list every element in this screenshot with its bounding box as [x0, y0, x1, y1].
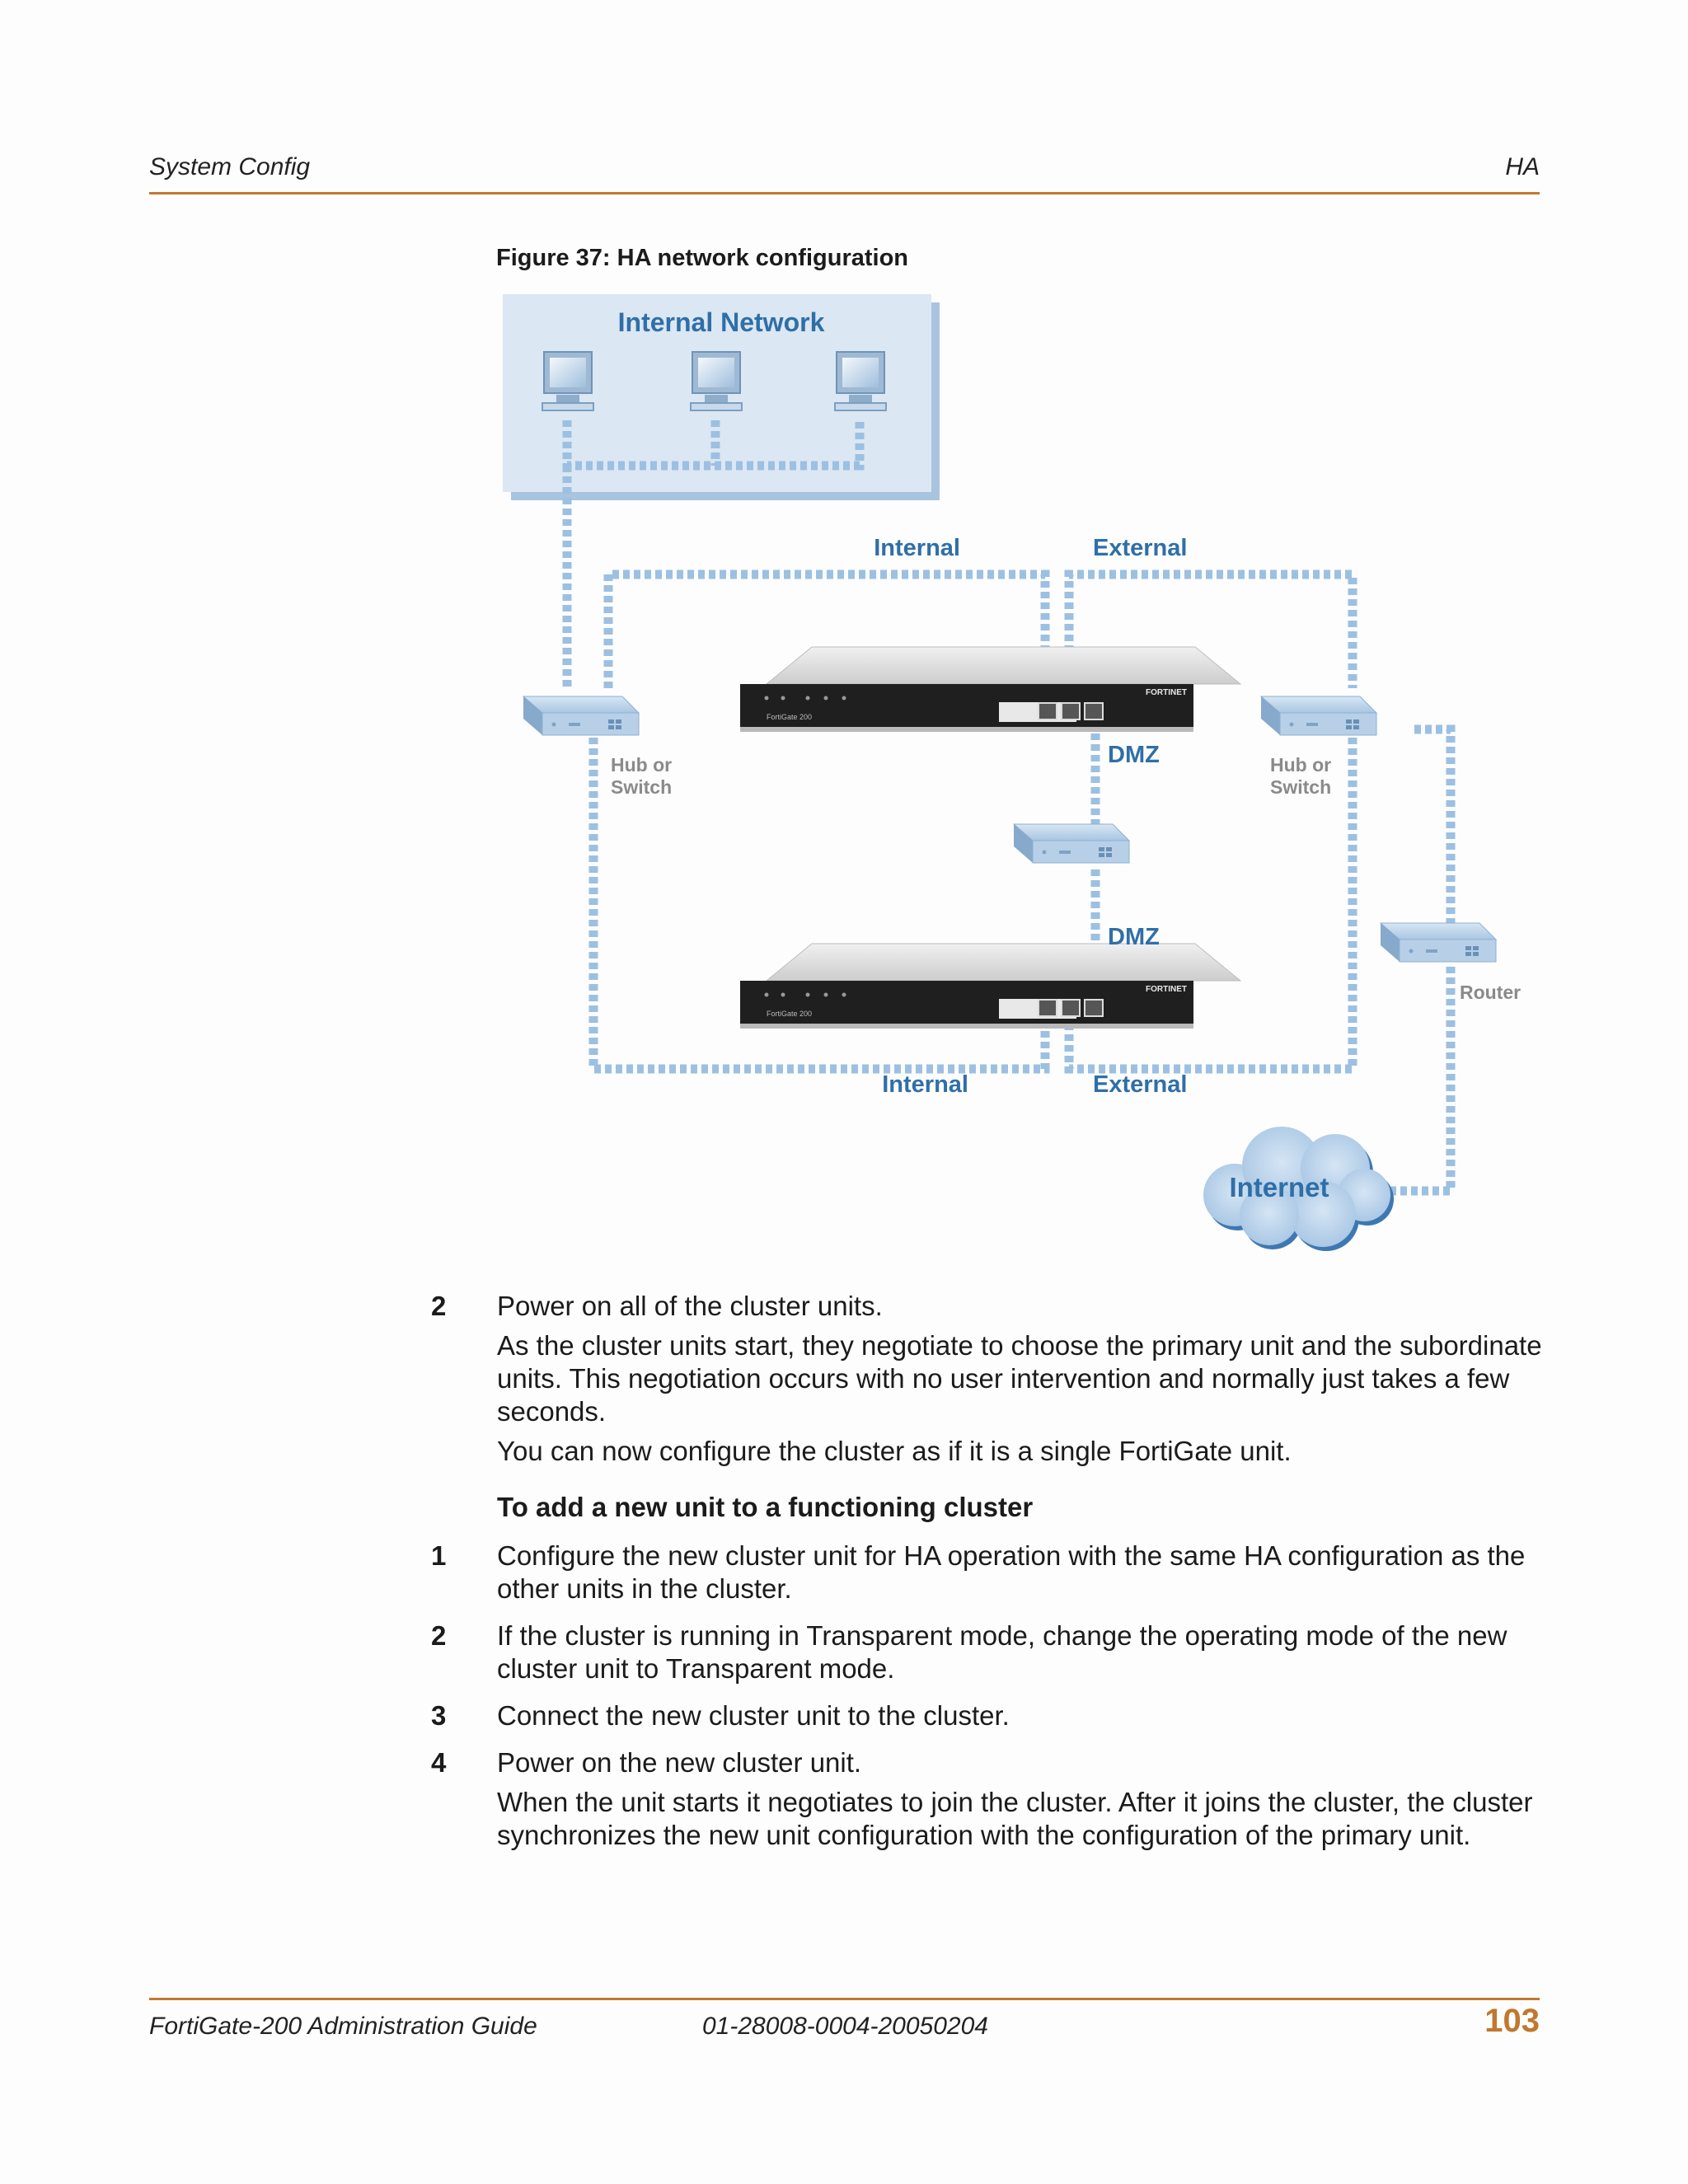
footer-rule — [149, 1998, 1540, 2000]
label-internal-network: Internal Network — [618, 307, 825, 337]
header-rule — [149, 192, 1540, 194]
step-2-transparent-mode: 2 If the cluster is running in Transpare… — [431, 1619, 1544, 1692]
step-1-configure: 1 Configure the new cluster unit for HA … — [431, 1540, 1544, 1612]
procedure-heading: To add a new unit to a functioning clust… — [497, 1492, 1034, 1522]
step-3-connect: 3 Connect the new cluster unit to the cl… — [431, 1699, 1544, 1739]
step-number: 3 — [431, 1700, 447, 1731]
step-number: 1 — [431, 1540, 447, 1571]
workstation-icon-1 — [542, 351, 594, 411]
model-label-bottom: FortiGate 200 — [767, 1010, 812, 1018]
fortigate-unit-top — [740, 646, 1242, 732]
label-hub-left-line1: Hub or — [611, 754, 672, 776]
step-detail: As the cluster units start, they negotia… — [497, 1330, 1542, 1427]
label-hub-right-line1: Hub or — [1270, 754, 1331, 776]
label-router: Router — [1460, 982, 1521, 1003]
label-top-internal: Internal — [874, 535, 960, 561]
workstation-icon-2 — [690, 351, 743, 411]
label-bottom-internal: Internal — [882, 1071, 968, 1098]
step-detail: You can now configure the cluster as if … — [497, 1436, 1292, 1466]
running-header-section: System Config — [149, 153, 311, 180]
step-text: Configure the new cluster unit for HA op… — [497, 1540, 1526, 1604]
step-number: 2 — [431, 1620, 447, 1651]
label-internet: Internet — [1229, 1172, 1329, 1202]
hub-left-icon — [522, 696, 640, 736]
hub-right-icon — [1259, 696, 1378, 736]
footer-document-id: 01-28008-0004-20050204 — [702, 2013, 988, 2040]
step-text: If the cluster is running in Transparent… — [497, 1620, 1507, 1684]
workstation-icon-3 — [834, 351, 887, 411]
brand-label-bottom: FORTINET — [1146, 985, 1187, 994]
brand-label-top: FORTINET — [1146, 688, 1187, 697]
label-bottom-external: External — [1093, 1071, 1187, 1098]
fortigate-unit-bottom — [740, 943, 1242, 1029]
step-number: 2 — [431, 1291, 447, 1321]
label-hub-right-line2: Switch — [1270, 776, 1331, 798]
step-2-power-on: 2 Power on all of the cluster units. As … — [431, 1290, 1544, 1474]
ha-network-diagram: Internal Network Internal External DMZ D… — [503, 294, 1521, 1251]
label-top-external: External — [1093, 535, 1187, 561]
label-dmz-bottom: DMZ — [1108, 924, 1160, 950]
model-label-top: FortiGate 200 — [767, 713, 812, 721]
step-text: Connect the new cluster unit to the clus… — [497, 1700, 1010, 1731]
page-number: 103 — [1484, 2003, 1540, 2039]
label-dmz-top: DMZ — [1108, 742, 1160, 768]
step-text: Power on all of the cluster units. — [497, 1291, 883, 1321]
router-icon — [1379, 922, 1498, 963]
running-header-chapter: HA — [1505, 153, 1540, 180]
network-links — [562, 420, 1456, 1196]
step-detail: When the unit starts it negotiates to jo… — [497, 1787, 1533, 1850]
step-number: 4 — [431, 1747, 447, 1778]
dmz-switch-icon — [1012, 823, 1131, 864]
step-4-power-on-new-unit: 4 Power on the new cluster unit. When th… — [431, 1746, 1544, 1858]
step-text: Power on the new cluster unit. — [497, 1747, 862, 1778]
label-hub-left-line2: Switch — [611, 776, 672, 798]
footer-guide-title: FortiGate-200 Administration Guide — [149, 2013, 537, 2040]
figure-caption: Figure 37: HA network configuration — [496, 245, 909, 271]
internet-cloud-icon — [1203, 1127, 1394, 1251]
